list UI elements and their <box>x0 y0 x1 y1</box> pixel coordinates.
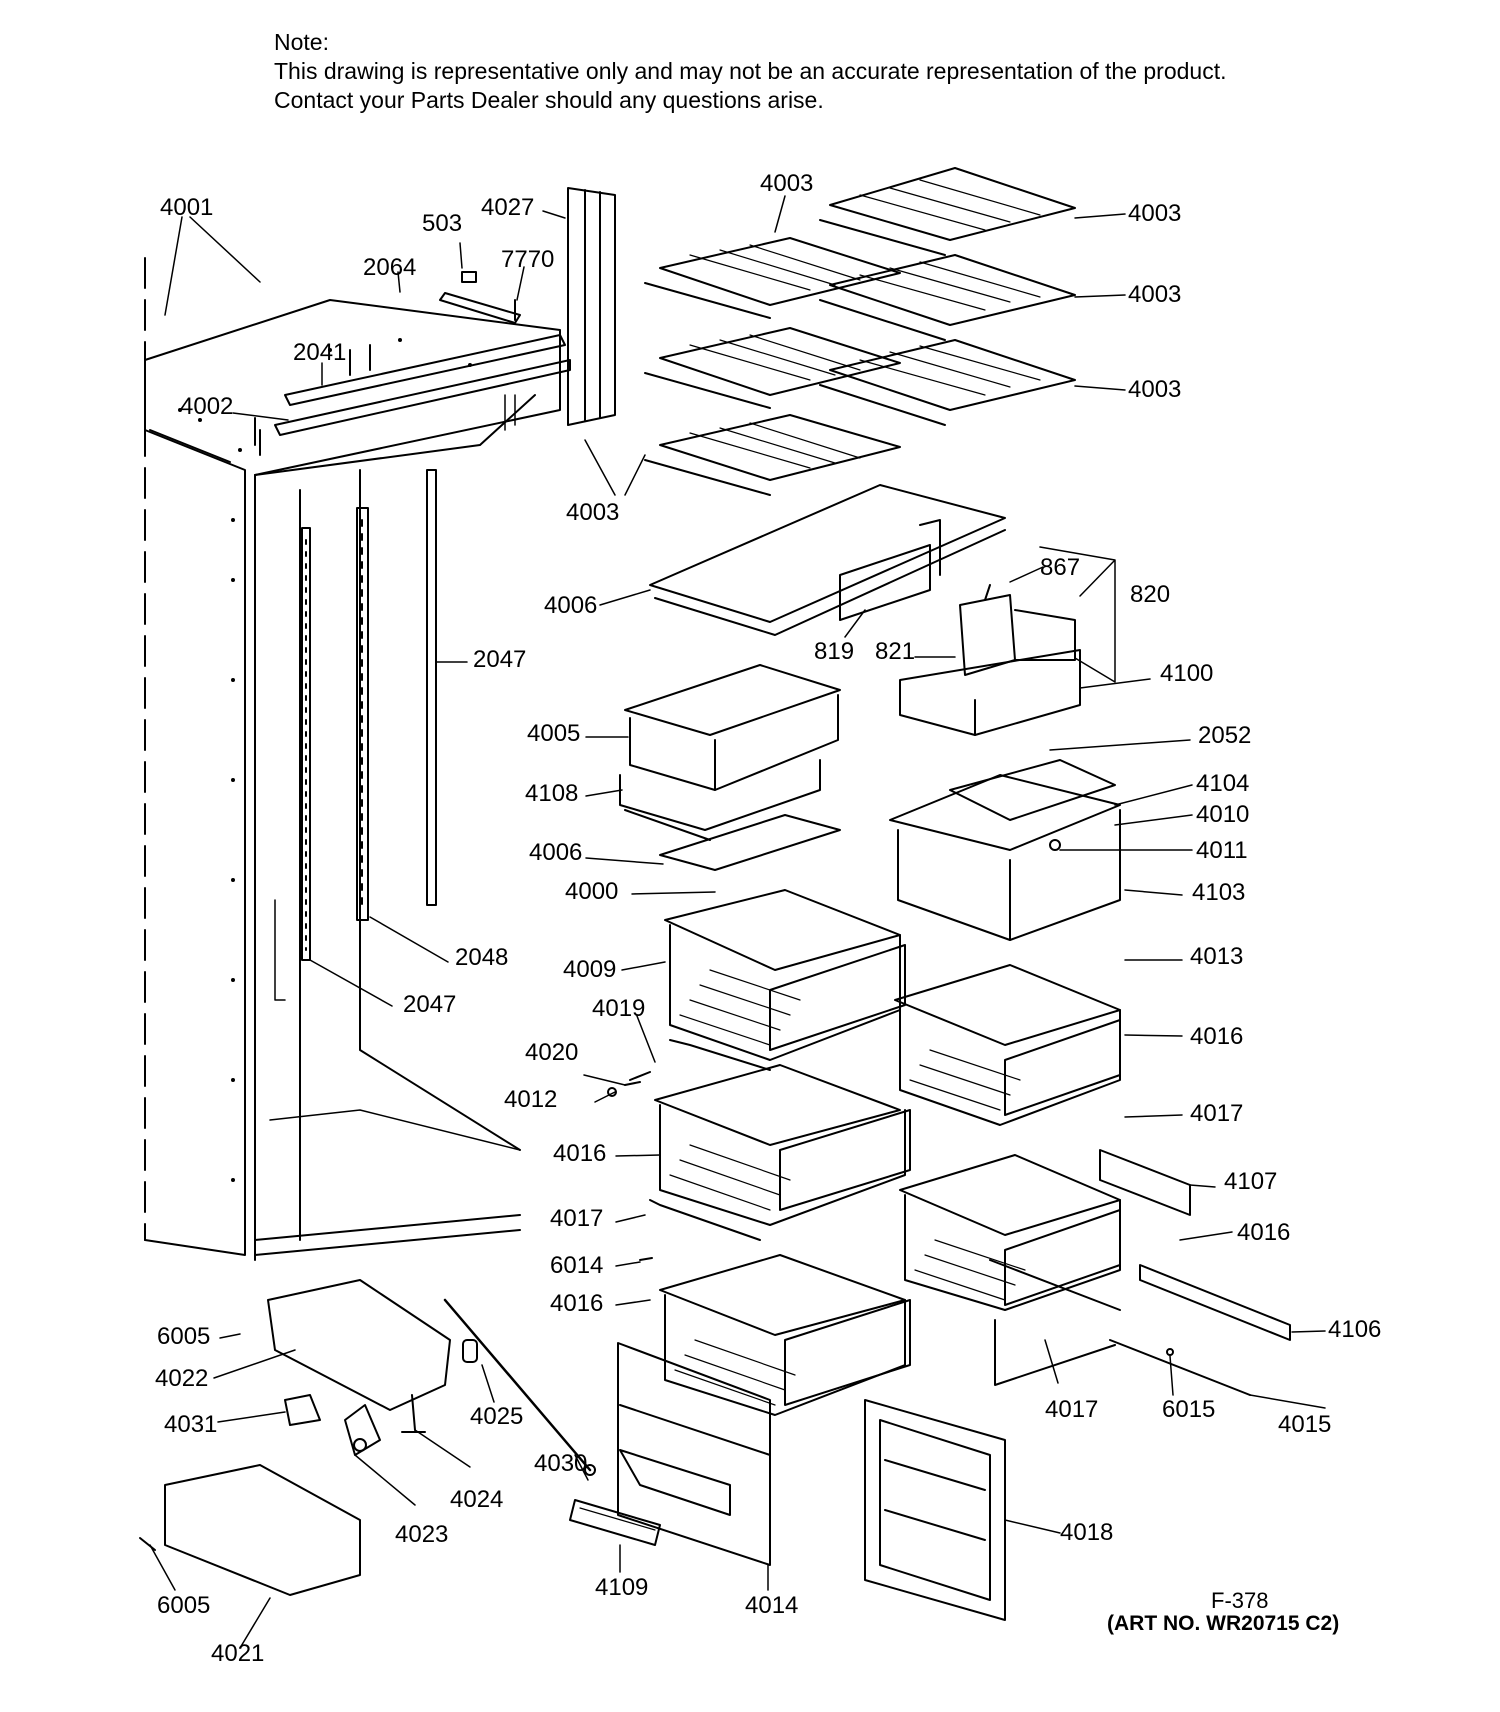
part-label: 4104 <box>1196 770 1250 797</box>
part-label: 4020 <box>525 1039 579 1066</box>
leader-lines <box>149 195 1326 1649</box>
part-label: 2041 <box>293 339 347 366</box>
part-label: 4003 <box>1128 281 1182 308</box>
left-pan-4005 <box>624 664 841 791</box>
part-label: 4001 <box>160 194 214 221</box>
part-label: 4003 <box>566 499 620 526</box>
part-label: 4003 <box>1128 376 1182 403</box>
part-label: 4003 <box>760 170 814 197</box>
right-deli-4103 <box>889 759 1121 941</box>
part-label: 4010 <box>1196 801 1250 828</box>
part-label: 4022 <box>155 1365 209 1392</box>
part-label: 4031 <box>164 1411 218 1438</box>
part-label: 4016 <box>1190 1023 1244 1050</box>
part-label: 2047 <box>403 991 457 1018</box>
part-label: 4003 <box>1128 200 1182 227</box>
part-label: 4109 <box>595 1574 649 1601</box>
drawer-front-4014 <box>617 1342 771 1566</box>
part-label: 2052 <box>1198 722 1252 749</box>
part-label: 2047 <box>473 646 527 673</box>
part-label: 4027 <box>481 194 535 221</box>
wire-shelves <box>644 167 1076 496</box>
part-label: 7770 <box>501 246 555 273</box>
part-label: 6014 <box>550 1252 604 1279</box>
part-label: 2064 <box>363 254 417 281</box>
disclaimer-note: Note: This drawing is representative onl… <box>274 28 1227 115</box>
basket-fronts <box>769 944 1121 1406</box>
part-label: 4108 <box>525 780 579 807</box>
basket-grids <box>669 969 1026 1406</box>
part-label: 4000 <box>565 878 619 905</box>
part-label: 503 <box>422 210 463 237</box>
part-label: 4013 <box>1190 943 1244 970</box>
part-label: 4025 <box>470 1403 524 1430</box>
slides-and-frames <box>649 1039 1291 1396</box>
part-label: 821 <box>875 638 916 665</box>
mullion-bar <box>567 187 616 426</box>
part-label: 4017 <box>1045 1396 1099 1423</box>
part-label: 4103 <box>1192 879 1246 906</box>
part-label: 6005 <box>157 1592 211 1619</box>
part-label: 4006 <box>529 839 583 866</box>
cabinet-liner <box>144 257 561 1261</box>
part-label: 4016 <box>550 1290 604 1317</box>
wire-baskets <box>654 889 1121 1416</box>
part-label: 4018 <box>1060 1519 1114 1546</box>
part-label: 4021 <box>211 1640 265 1667</box>
left-frame-4108 <box>619 759 821 841</box>
part-label: 4100 <box>1160 660 1214 687</box>
art-number: (ART NO. WR20715 C2) <box>1107 1612 1340 1635</box>
small-parts <box>139 839 1174 1596</box>
part-label: 2048 <box>455 944 509 971</box>
part-label: 867 <box>1040 554 1081 581</box>
part-label: 4023 <box>395 1521 449 1548</box>
part-label: 4024 <box>450 1486 504 1513</box>
part-label: 4107 <box>1224 1168 1278 1195</box>
left-glass-4006 <box>659 814 841 871</box>
part-label: 4106 <box>1328 1316 1382 1343</box>
part-label: 4005 <box>527 720 581 747</box>
part-label: 819 <box>814 638 855 665</box>
part-label: 4012 <box>504 1086 558 1113</box>
part-label: 4017 <box>550 1205 604 1232</box>
part-label: 4011 <box>1196 837 1248 864</box>
part-label: 820 <box>1130 581 1171 608</box>
part-label: 6015 <box>1162 1396 1216 1423</box>
part-label: 4016 <box>1237 1219 1291 1246</box>
part-label: 4017 <box>1190 1100 1244 1127</box>
note-line-1: This drawing is representative only and … <box>274 58 1227 84</box>
handle-4109 <box>569 1499 661 1546</box>
part-label: 4019 <box>592 995 646 1022</box>
ice-maker-assembly <box>839 519 1076 676</box>
shelf-ladder-strips <box>301 469 437 961</box>
part-label: 6005 <box>157 1323 211 1350</box>
part-label: 4002 <box>180 393 234 420</box>
part-label: 4006 <box>544 592 598 619</box>
part-label: 4009 <box>563 956 617 983</box>
part-label: 4030 <box>534 1450 588 1477</box>
part-label: 4015 <box>1278 1411 1332 1438</box>
glass-shelf <box>649 484 1006 636</box>
part-label: 4014 <box>745 1592 799 1619</box>
note-line-2: Contact your Parts Dealer should any que… <box>274 87 824 113</box>
part-label: 4016 <box>553 1140 607 1167</box>
top-hinge-assembly <box>254 271 571 456</box>
right-bin-4100 <box>899 649 1081 736</box>
figure-id: F-378 <box>1211 1588 1269 1613</box>
drawer-front-4018 <box>864 1399 1006 1621</box>
note-heading: Note: <box>274 29 329 55</box>
